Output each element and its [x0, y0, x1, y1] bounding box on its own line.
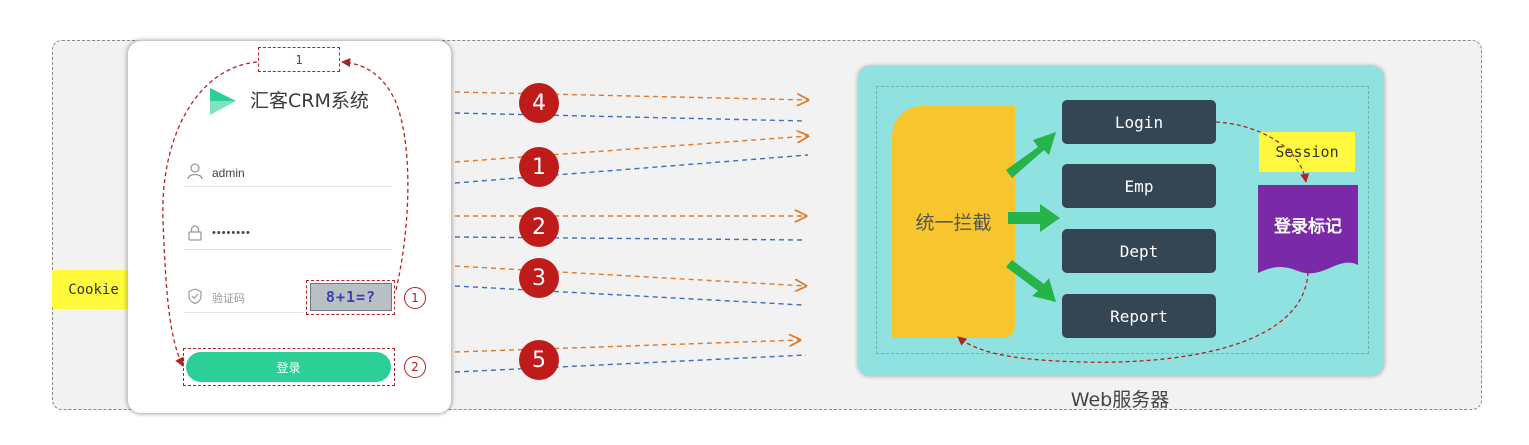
endpoint-dept: Dept	[1062, 229, 1216, 273]
request-arrow-1	[454, 136, 808, 163]
step-badge-4: 4	[519, 83, 559, 123]
login-button-highlight-box	[183, 348, 395, 386]
interceptor-label: 统一拦截	[915, 212, 992, 234]
login-to-session-arrow	[1215, 121, 1310, 183]
username-underline	[184, 186, 392, 187]
app-title: 汇客CRM系统	[250, 90, 369, 112]
green-arrow-to-dept	[1008, 204, 1060, 232]
captcha-step-circle: 1	[404, 287, 426, 309]
user-icon	[187, 163, 203, 180]
step-badge-1: 1	[519, 147, 559, 187]
web-server-inner-frame	[876, 86, 1369, 354]
captcha-underline	[184, 312, 304, 313]
unified-interceptor	[892, 106, 1015, 338]
captcha-highlight-box	[306, 280, 395, 315]
response-line-5	[454, 354, 807, 373]
username-input[interactable]: admin	[212, 166, 245, 180]
step-badge-3: 3	[519, 258, 559, 298]
request-arrow-4	[454, 91, 808, 100]
request-arrow-3	[454, 265, 806, 286]
login-button[interactable]: 登录	[186, 352, 391, 382]
web-server-caption: Web服务器	[1070, 389, 1170, 411]
cookie-flow-arrow	[162, 61, 258, 367]
login-step-circle: 2	[404, 356, 426, 378]
logo-icon	[210, 88, 236, 115]
response-line-2	[454, 236, 804, 241]
response-line-3	[454, 285, 804, 306]
password-input[interactable]: ••••••••	[212, 227, 251, 239]
step-badge-5: 5	[519, 340, 559, 380]
green-arrow-to-login	[1006, 132, 1056, 178]
response-line-4	[454, 112, 806, 122]
login-mark-document-icon	[1258, 185, 1358, 274]
login-card	[127, 40, 452, 414]
session-label: Session	[1259, 132, 1355, 172]
endpoint-report: Report	[1062, 294, 1216, 338]
login-mark-to-interceptor-arrow	[957, 271, 1309, 363]
password-underline	[184, 249, 392, 250]
step-badge-2: 2	[519, 207, 559, 247]
response-line-1	[454, 154, 809, 184]
login-mark-label: 登录标记	[1274, 217, 1342, 237]
endpoint-emp: Emp	[1062, 164, 1216, 208]
cookie-label: Cookie	[52, 270, 135, 309]
lock-icon	[188, 225, 202, 241]
captcha-input[interactable]: 验证码	[212, 293, 245, 305]
captcha-image[interactable]: 8+1=?	[310, 283, 392, 311]
shield-icon	[188, 288, 202, 305]
top-annotation-label: 1	[295, 52, 303, 67]
captcha-flow-arrow	[341, 58, 409, 291]
endpoint-login: Login	[1062, 100, 1216, 144]
top-annotation-box	[258, 47, 340, 72]
request-arrow-5	[454, 340, 800, 353]
green-arrow-to-report	[1006, 260, 1056, 302]
